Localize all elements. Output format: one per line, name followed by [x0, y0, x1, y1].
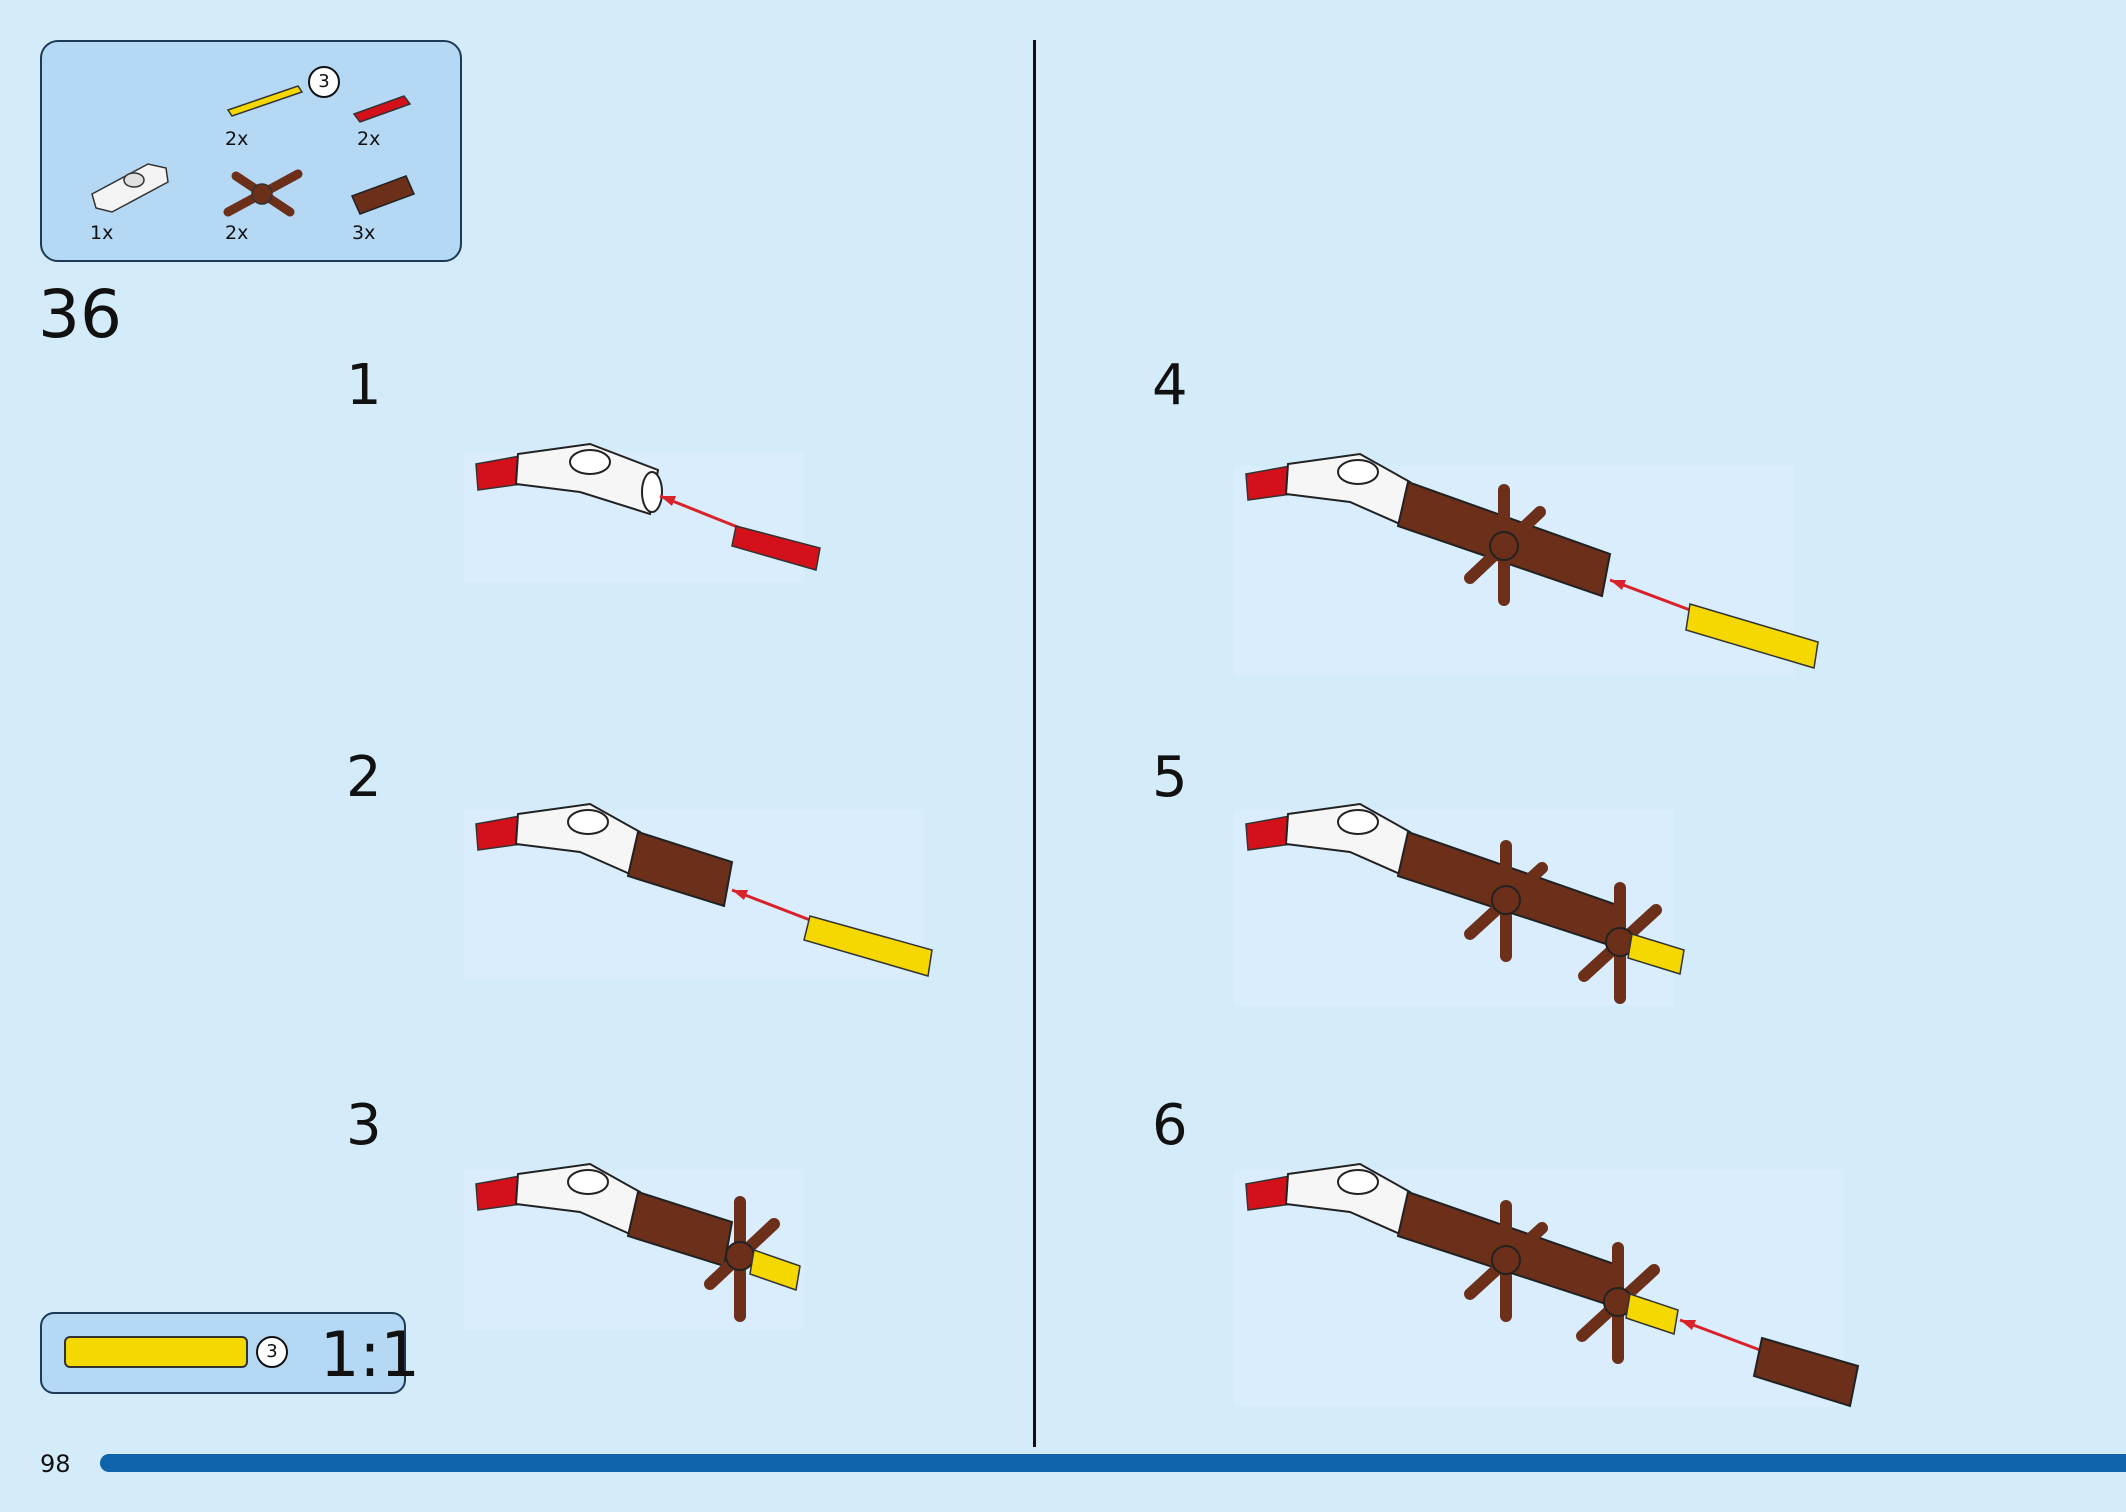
substep-number-1: 1 — [346, 353, 382, 418]
yellow-axle-part-icon — [226, 85, 304, 117]
substep-number-5: 5 — [1152, 745, 1188, 810]
page-progress-bar — [100, 1454, 2126, 1472]
build-illustration-5 — [1234, 802, 1685, 1006]
scale-ratio: 1:1 — [320, 1318, 420, 1391]
brown-cross-part-icon — [223, 169, 303, 217]
page-divider — [1033, 40, 1036, 1447]
brown-bush-part-icon — [350, 175, 416, 215]
part-qty-brown-cross: 2x — [225, 222, 249, 244]
scale-reference-box: 3 1:1 — [40, 1312, 420, 1394]
build-illustration-3 — [464, 1162, 804, 1330]
axle-length-badge: 3 — [308, 66, 340, 98]
step-number: 36 — [38, 276, 122, 353]
parts-list-box: 3 2x 2x 1x 2x 3x — [40, 40, 462, 262]
part-qty-yellow-axle: 2x — [225, 128, 249, 150]
substep-number-2: 2 — [346, 745, 382, 810]
scale-length-badge: 3 — [256, 1336, 288, 1368]
substep-number-4: 4 — [1152, 353, 1188, 418]
part-qty-red-pin: 2x — [357, 128, 381, 150]
part-qty-white-connector: 1x — [90, 222, 114, 244]
scale-axle-icon — [64, 1336, 248, 1368]
build-illustration-4 — [1234, 452, 1819, 676]
white-connector-part-icon — [91, 163, 169, 213]
substep-number-6: 6 — [1152, 1093, 1188, 1158]
build-illustration-6 — [1234, 1162, 1860, 1408]
red-axle-pin-part-icon — [352, 95, 412, 123]
build-illustration-2 — [464, 802, 933, 980]
build-illustration-1 — [464, 442, 821, 582]
substep-number-3: 3 — [346, 1093, 382, 1158]
page-number: 98 — [40, 1450, 71, 1478]
part-qty-brown-bush: 3x — [352, 222, 376, 244]
